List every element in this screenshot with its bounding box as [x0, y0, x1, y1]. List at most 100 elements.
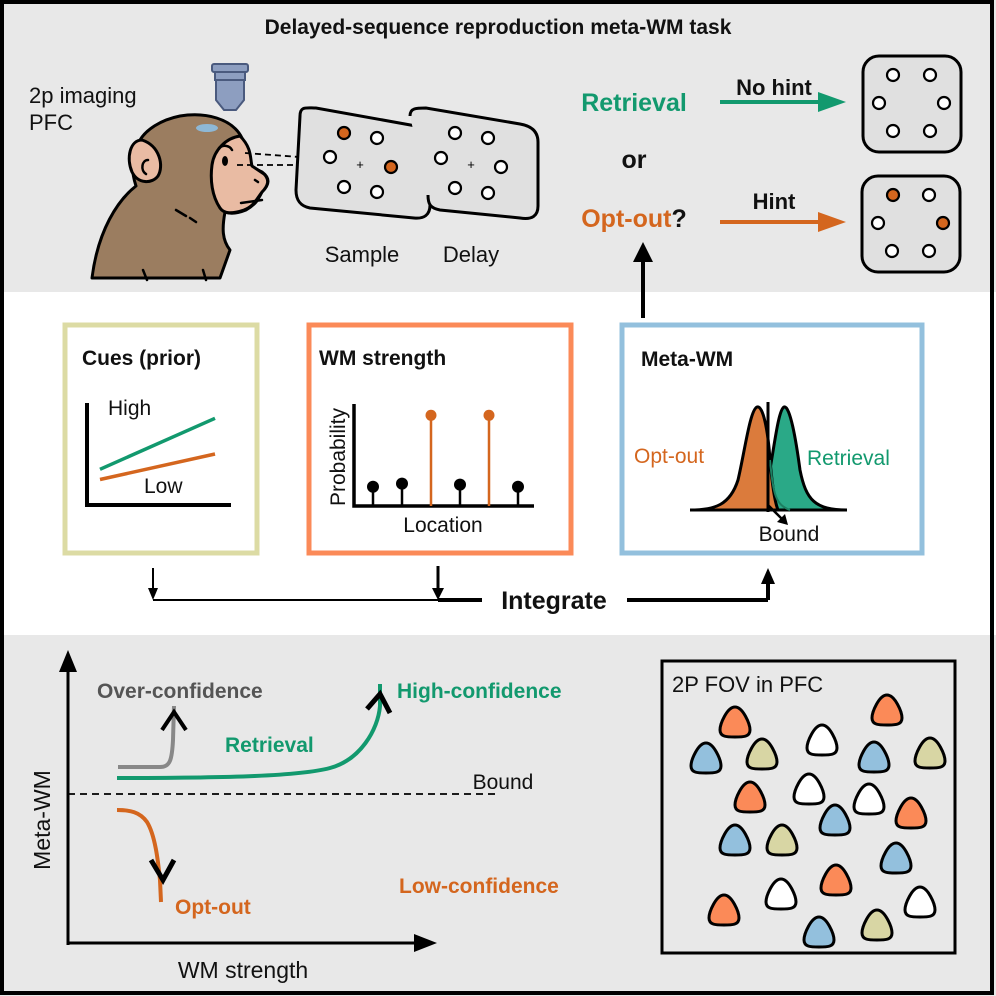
meta-wm-box — [619, 322, 925, 556]
task-title: Delayed-sequence reproduction meta-WM ta… — [265, 16, 732, 39]
neuron-cell-orange — [707, 893, 741, 927]
over-confidence-label: Over-confidence — [97, 680, 263, 703]
confidence-plot: Meta-WM WM strength Bound Over-confidenc… — [29, 650, 562, 983]
wm-strength-chart: Probability Location — [327, 404, 534, 537]
neuron-cell-olive — [765, 823, 799, 857]
integrate-label: Integrate — [501, 587, 607, 615]
no-hint-label: No hint — [736, 75, 812, 100]
response-screen-no-hint — [861, 54, 963, 154]
low-confidence-label: Low-confidence — [399, 875, 559, 898]
neuron-cell-orange — [870, 693, 904, 727]
neuron-cell-blue — [879, 841, 913, 875]
neuron-cell-blue — [802, 915, 836, 949]
sample-label: Sample — [325, 242, 400, 267]
neuron-cell-olive — [860, 908, 894, 942]
sample-dot-cued — [336, 125, 352, 141]
retrieval-arrowhead — [365, 689, 393, 715]
fixation-cross: + — [356, 157, 364, 172]
meta-wm-title: Meta-WM — [641, 348, 733, 371]
delay-dot — [433, 150, 449, 166]
cues-axes — [85, 403, 231, 507]
fov-title: 2P FOV in PFC — [672, 672, 823, 697]
over-confidence-trajectory — [118, 705, 176, 769]
wm-stem-marker — [483, 409, 495, 421]
neuron-cell-blue — [818, 803, 852, 837]
neuron-cell-white — [764, 877, 798, 911]
meta-to-choice-arrow — [633, 242, 653, 318]
monkey-illustration — [90, 113, 270, 282]
meta-wm-distributions: Opt-out Retrieval Bound — [634, 402, 890, 546]
bottom-optout-label: Opt-out — [175, 896, 251, 919]
wm-axes — [352, 404, 534, 508]
retrieval-trajectory — [116, 684, 382, 780]
wm-stem-marker — [367, 480, 379, 493]
wm-stem-marker — [396, 477, 408, 490]
confidence-xlabel: WM strength — [178, 957, 308, 983]
imaging-label-2: PFC — [29, 110, 73, 135]
delay-dot — [480, 185, 496, 201]
high-confidence-label: High-confidence — [397, 680, 562, 703]
sample-dot-cued — [383, 159, 399, 175]
bottom-retrieval-label: Retrieval — [225, 734, 314, 757]
wm-stem-marker — [512, 480, 524, 493]
meta-retrieval-label: Retrieval — [807, 447, 890, 470]
sample-dot — [369, 184, 385, 200]
wm-stem-marker — [425, 409, 437, 421]
wm-strength-title: WM strength — [319, 347, 446, 370]
cues-title: Cues (prior) — [82, 347, 201, 370]
no-hint-arrow — [720, 92, 846, 112]
delay-dot — [493, 159, 509, 175]
wm-ylabel: Probability — [327, 407, 350, 506]
meta-bound-label: Bound — [759, 523, 820, 546]
meta-optout-label: Opt-out — [634, 445, 704, 468]
neuron-cell-orange — [819, 863, 853, 897]
neuron-cell-blue — [689, 741, 723, 775]
cues-high-line — [99, 416, 216, 471]
neuron-cell-blue — [718, 823, 752, 857]
hint-label: Hint — [753, 189, 796, 214]
delay-dot — [447, 125, 463, 141]
neuron-cell-blue — [857, 740, 891, 774]
wm-stem-marker — [454, 478, 466, 491]
neuron-cell-white — [852, 782, 886, 816]
neuron-cell-white — [805, 723, 839, 757]
optout-arrowhead — [148, 858, 177, 886]
neuron-cell-olive — [745, 737, 779, 771]
or-label: or — [622, 146, 647, 174]
bottom-bound-label: Bound — [473, 771, 534, 794]
cues-chart: High Low — [85, 397, 231, 507]
neuron-cell-white — [903, 885, 937, 919]
imaging-label-1: 2p imaging — [29, 83, 137, 108]
delay-screen: + — [408, 106, 540, 220]
neuron-cell-orange — [733, 780, 767, 814]
neuron-cell-white — [792, 772, 826, 806]
sample-dot — [336, 179, 352, 195]
cues-box — [62, 322, 260, 556]
cues-low-label: Low — [144, 475, 183, 498]
cues-low-line — [99, 452, 216, 482]
retrieval-choice-label: Retrieval — [581, 89, 687, 117]
hint-arrow — [720, 212, 846, 232]
question-mark: ? — [671, 205, 686, 233]
fov-cells — [689, 693, 947, 949]
integrate-flow — [148, 566, 775, 602]
response-screen-hint — [860, 174, 962, 274]
delay-dot — [447, 180, 463, 196]
over-confidence-arrowhead — [160, 708, 188, 732]
cues-high-label: High — [108, 397, 151, 420]
fixation-cross: + — [467, 157, 475, 172]
delay-dot — [480, 130, 496, 146]
microscope-objective-icon — [211, 63, 249, 111]
sample-dot — [322, 149, 338, 165]
neuron-cell-orange — [894, 796, 928, 830]
optout-text: Opt-out — [581, 205, 672, 233]
delay-label: Delay — [443, 242, 499, 267]
wm-xlabel: Location — [403, 514, 482, 537]
sample-dot — [369, 130, 385, 146]
neuron-cell-olive — [913, 736, 947, 770]
optout-choice-label: Opt-out? — [581, 205, 687, 233]
sample-screen: + — [294, 106, 432, 220]
neuron-cell-orange — [718, 705, 752, 739]
